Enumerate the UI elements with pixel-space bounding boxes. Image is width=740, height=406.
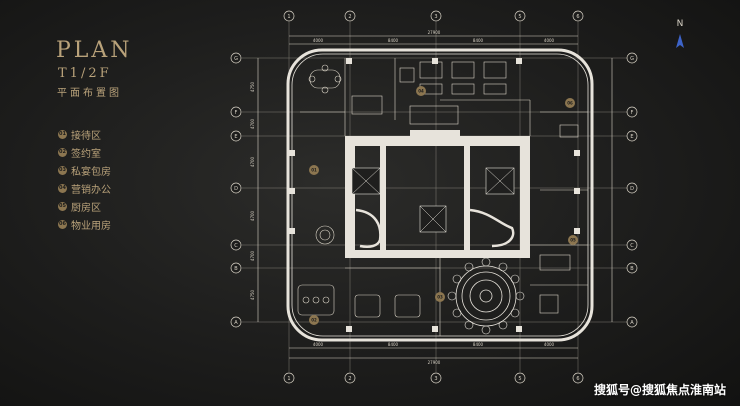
room-tag: 02 <box>311 318 317 323</box>
plan-subtitle: 平面布置图 <box>57 88 122 99</box>
room-tag: 01 <box>311 168 317 173</box>
building-outline <box>286 48 594 342</box>
furniture <box>297 61 579 318</box>
legend-label: 营销办公 <box>71 184 111 196</box>
row-label: F <box>235 110 238 116</box>
room-tag-markers <box>309 86 578 325</box>
col-label: 5 <box>518 14 521 20</box>
row-label: E <box>234 134 237 140</box>
legend-number: 04 <box>58 183 67 193</box>
watermark: 搜狐号@搜狐焦点淮南站 <box>593 383 726 397</box>
dimension-lines <box>257 35 613 359</box>
col-label: 6 <box>576 376 579 382</box>
row-label: C <box>630 243 634 249</box>
dim-bottom-3: 8400 <box>473 342 484 347</box>
legend-item: 03 私宴包房 <box>58 162 111 178</box>
col-label: 5 <box>518 376 521 382</box>
dim-top-4: 4000 <box>544 38 555 43</box>
col-label: 1 <box>287 14 290 20</box>
legend-number: 05 <box>58 201 67 211</box>
col-label: 2 <box>348 376 351 382</box>
legend-label: 厨房区 <box>71 202 101 214</box>
row-label: G <box>234 56 238 62</box>
dim-bottom-total: 27900 <box>428 360 441 365</box>
elevator-crosses <box>351 167 515 233</box>
legend-item: 04 营销办公 <box>58 180 111 196</box>
legend-number: 02 <box>58 147 67 157</box>
room-legend: 01 接待区 02 签约室 03 私宴包房 04 营销办公 05 厨房区 06 物业用房 <box>58 126 111 234</box>
structural-core <box>345 130 530 258</box>
legend-number: 03 <box>58 165 67 175</box>
legend-label: 私宴包房 <box>71 166 111 178</box>
round-dining-table <box>455 265 517 327</box>
legend-item: 06 物业用房 <box>58 216 111 232</box>
legend-number: 01 <box>58 129 67 139</box>
room-tag: 03 <box>437 295 443 300</box>
row-label: C <box>234 243 238 249</box>
dim-bottom-1: 4000 <box>313 342 324 347</box>
row-label: F <box>631 110 634 116</box>
dim-side-6: 4750 <box>250 289 255 300</box>
dim-top-3: 8400 <box>473 38 484 43</box>
dim-side-3: 4700 <box>250 156 255 167</box>
plan-title: PLAN <box>56 38 133 63</box>
row-label: D <box>630 186 634 192</box>
dim-bottom-4: 4000 <box>544 342 555 347</box>
dining-chairs <box>447 257 525 335</box>
row-label: G <box>630 56 634 62</box>
row-label: E <box>630 134 633 140</box>
dim-side-2: 4700 <box>250 118 255 129</box>
room-tag-labels: 01 04 06 05 03 02 <box>311 89 576 323</box>
dim-side-1: 4750 <box>250 81 255 92</box>
columns <box>289 58 580 332</box>
room-tag: 05 <box>570 238 576 243</box>
dim-top-total: 27900 <box>428 30 441 35</box>
row-label: A <box>630 320 634 326</box>
col-label: 2 <box>348 14 351 20</box>
row-label: B <box>234 266 238 272</box>
legend-item: 02 签约室 <box>58 144 111 160</box>
dim-side-4: 4700 <box>250 210 255 221</box>
col-label: 3 <box>434 14 437 20</box>
col-label: 3 <box>434 376 437 382</box>
legend-item: 01 接待区 <box>58 126 111 142</box>
grid-bubble-labels: 1 2 3 5 6 1 2 3 5 6 G F E D C B A G F E … <box>234 14 634 382</box>
dim-bottom-2: 8400 <box>388 342 399 347</box>
legend-label: 物业用房 <box>71 220 111 232</box>
row-label: D <box>234 186 238 192</box>
floor-label: T1/2F <box>58 66 112 81</box>
legend-label: 签约室 <box>71 148 101 160</box>
dim-top-2: 8400 <box>388 38 399 43</box>
col-label: 6 <box>576 14 579 20</box>
dimension-labels: 4000 8400 8400 4000 27900 4000 8400 8400… <box>250 30 555 365</box>
row-label: B <box>630 266 634 272</box>
dim-top-1: 4000 <box>313 38 324 43</box>
legend-number: 06 <box>58 219 67 229</box>
room-tag: 04 <box>418 89 424 94</box>
room-tag: 06 <box>567 101 573 106</box>
grid-lines <box>242 22 628 372</box>
north-arrow-icon: N <box>676 19 684 48</box>
dim-side-5: 4700 <box>250 250 255 261</box>
row-label: A <box>234 320 238 326</box>
col-label: 1 <box>287 376 290 382</box>
north-label: N <box>677 19 684 29</box>
legend-label: 接待区 <box>71 130 101 142</box>
grid-bubbles <box>230 10 638 384</box>
legend-item: 05 厨房区 <box>58 198 111 214</box>
stairs <box>355 208 515 248</box>
